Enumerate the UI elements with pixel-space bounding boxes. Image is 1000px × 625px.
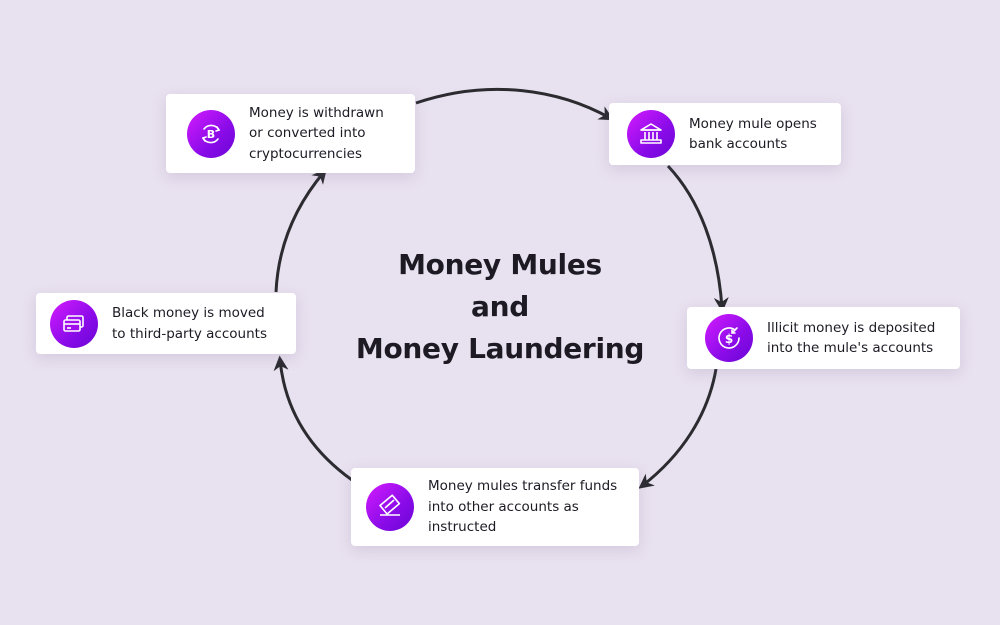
diagram-title: Money Mules and Money Laundering (300, 244, 700, 370)
arrow-deposit-to-transfer (638, 368, 718, 489)
title-line-2: and (471, 290, 529, 323)
arrow-open-to-deposit (666, 164, 729, 313)
step-card-third-party: Black money is moved to third-party acco… (36, 293, 296, 354)
step-text: Money is withdrawn or converted into cry… (249, 104, 384, 162)
step-text: Black money is moved to third-party acco… (112, 305, 267, 342)
bank-icon (627, 110, 675, 158)
dollar-coin-deposit-icon: $ (705, 314, 753, 362)
svg-text:B: B (207, 128, 215, 141)
arrow-crypto-to-open (415, 87, 614, 121)
title-line-3: Money Laundering (355, 332, 645, 365)
step-text: Illicit money is deposited into the mule… (767, 319, 936, 357)
step-text: Money mule opens bank accounts (689, 115, 817, 153)
title-line-1: Money Mules (398, 248, 602, 281)
arrow-transfer-to-thirdparty (273, 355, 353, 482)
step-card-deposit: $ Illicit money is deposited into the mu… (687, 307, 960, 369)
arrow-thirdparty-to-crypto (274, 168, 327, 293)
svg-text:$: $ (725, 332, 733, 346)
cards-icon (50, 299, 98, 348)
step-card-crypto: B Money is withdrawn or converted into c… (166, 94, 415, 173)
bitcoin-exchange-icon: B (187, 109, 235, 158)
step-text: Money mules transfer funds into other ac… (428, 478, 618, 536)
card-transfer-icon (366, 483, 414, 531)
step-card-open-accounts: Money mule opens bank accounts (609, 103, 841, 165)
step-card-transfer: Money mules transfer funds into other ac… (351, 468, 639, 546)
